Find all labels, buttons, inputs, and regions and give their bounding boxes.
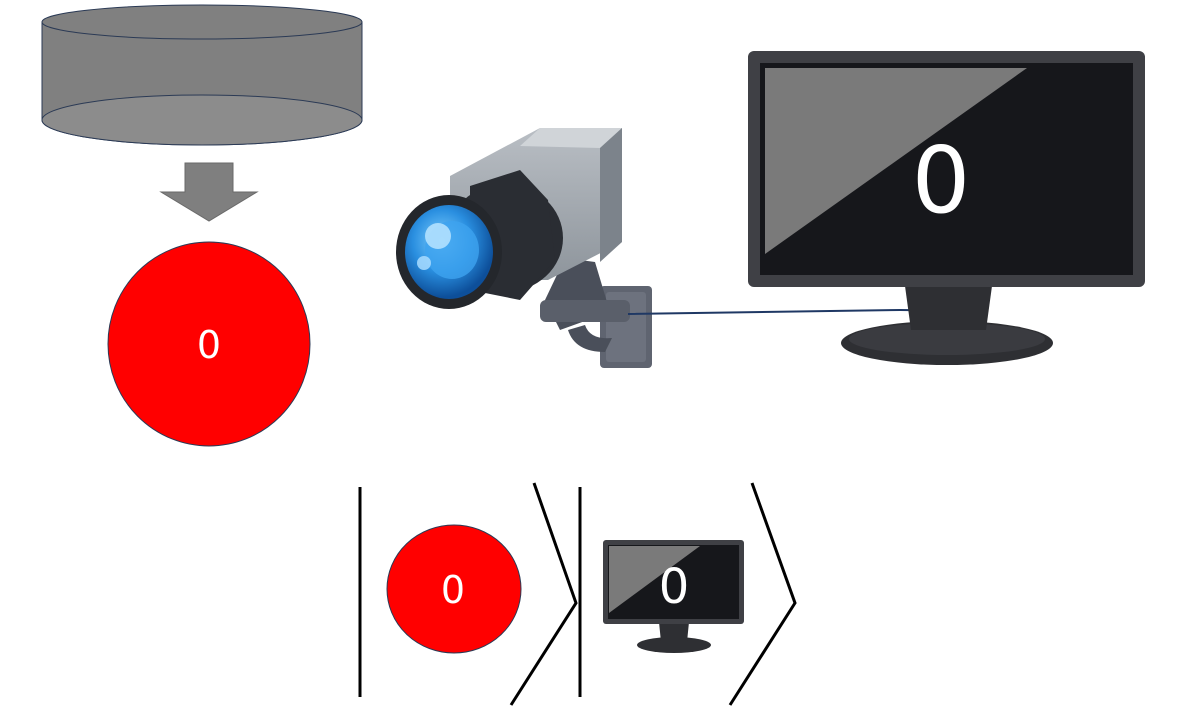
sequence-monitor-label: 0 bbox=[659, 559, 690, 615]
monitor-label: 0 bbox=[912, 127, 971, 234]
sequence-monitor-icon: 0 bbox=[603, 540, 744, 653]
frame-chevron bbox=[728, 482, 797, 706]
sequence-ball: 0 bbox=[386, 524, 522, 654]
camera-cable bbox=[627, 308, 947, 327]
source-cylinder bbox=[41, 4, 363, 146]
sequence-ball-label: 0 bbox=[441, 568, 465, 612]
security-camera-icon bbox=[396, 128, 652, 368]
down-arrow-icon bbox=[159, 162, 259, 222]
ball-label: 0 bbox=[197, 323, 221, 367]
frame-chevron bbox=[509, 482, 578, 706]
sequence-strip: 0 0 bbox=[358, 482, 797, 706]
monitor-icon: 0 bbox=[748, 51, 1145, 365]
red-ball: 0 bbox=[107, 241, 311, 447]
